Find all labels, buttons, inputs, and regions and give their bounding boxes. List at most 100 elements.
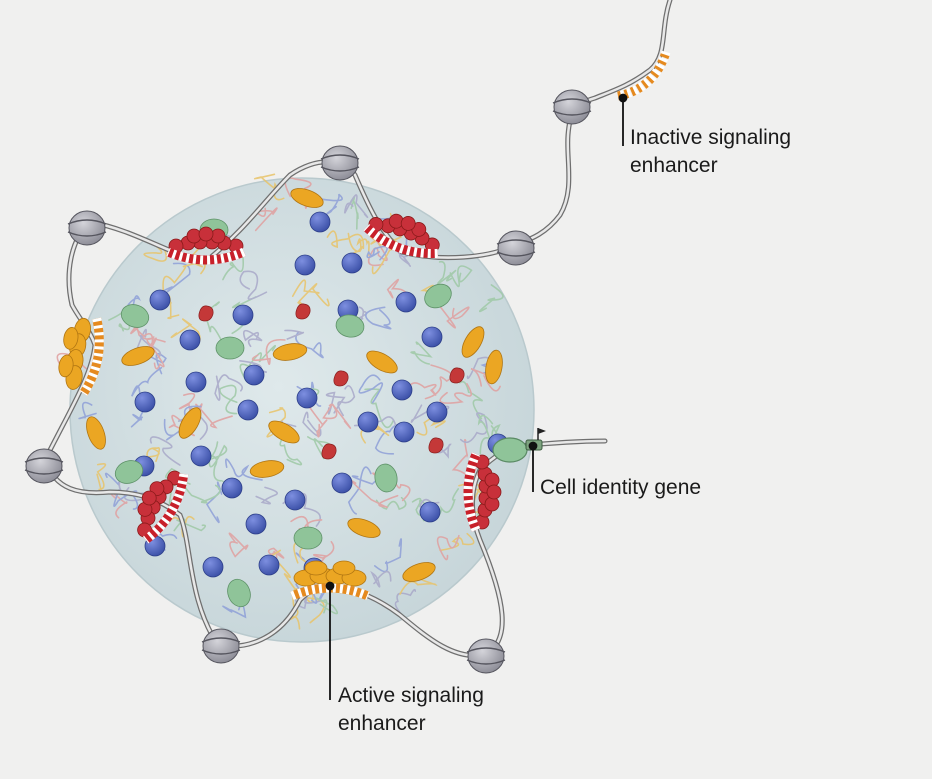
protein-blue	[245, 513, 267, 535]
protein-orange	[402, 562, 436, 582]
protein-tail	[242, 329, 263, 348]
protein-blue	[309, 211, 331, 233]
protein-blue	[391, 379, 413, 401]
active-enhancer-label-line2: enhancer	[338, 712, 426, 735]
protein-orange	[121, 346, 155, 366]
protein-orange	[249, 460, 285, 478]
protein-tail	[167, 515, 195, 538]
protein-blue	[179, 329, 201, 351]
protein-tail	[459, 380, 484, 420]
protein-blue	[232, 304, 254, 326]
inactive-enhancer-label: Inactive signaling enhancer	[630, 124, 791, 180]
protein-tail	[392, 239, 412, 267]
protein-blue	[393, 421, 415, 443]
protein-orange	[86, 416, 106, 450]
protein-tail	[356, 238, 370, 256]
protein-tail	[214, 374, 243, 401]
protein-tail	[255, 486, 279, 505]
leader-lines	[325, 93, 628, 700]
protein-red	[198, 305, 214, 322]
protein-green	[293, 526, 323, 550]
nucleosome	[67, 210, 107, 246]
protein-tail	[177, 407, 208, 440]
protein-tail	[163, 405, 202, 441]
protein-tail	[406, 382, 437, 396]
protein-tail	[254, 207, 278, 232]
enhancer-red-right	[463, 452, 502, 532]
protein-tail	[438, 304, 470, 329]
protein-tail	[478, 284, 504, 313]
protein-blue	[237, 399, 259, 421]
protein-red	[333, 370, 349, 387]
protein-tail	[337, 385, 356, 417]
protein-green	[215, 336, 245, 360]
protein-blue	[341, 252, 363, 274]
protein-tail	[439, 383, 473, 404]
protein-tail	[394, 588, 417, 614]
nucleosome	[320, 145, 360, 181]
protein-blue	[331, 472, 353, 494]
protein-tail	[322, 403, 352, 429]
protein-blue	[421, 326, 443, 348]
protein-tail	[315, 597, 339, 615]
protein-tail	[149, 436, 181, 466]
protein-tail	[113, 489, 139, 510]
protein-tail	[358, 374, 384, 404]
protein-tail	[251, 338, 286, 365]
enhancer-clusters	[58, 213, 502, 601]
protein-orange	[290, 188, 324, 208]
protein-red	[321, 443, 337, 460]
protein-tail	[366, 245, 388, 261]
protein-blue	[185, 371, 207, 393]
protein-blue	[296, 387, 318, 409]
protein-tail	[326, 230, 365, 250]
enhancer-red-left	[137, 470, 189, 544]
protein-tail	[134, 328, 162, 360]
protein-tail	[439, 532, 475, 552]
protein-tail	[365, 306, 392, 330]
protein-tail	[295, 331, 324, 359]
inactive-enhancer-segment	[617, 50, 671, 101]
protein-green	[374, 463, 398, 493]
protein-red	[295, 303, 311, 320]
enhancer-red-top	[166, 226, 246, 265]
protein-tail	[424, 364, 453, 400]
protein-tail	[168, 414, 195, 437]
protein-orange	[268, 420, 300, 444]
protein-blue	[243, 364, 265, 386]
nucleosome	[466, 638, 506, 674]
protein-tail	[228, 532, 249, 558]
protein-blue	[134, 391, 156, 413]
protein-green	[335, 314, 365, 338]
protein-orange	[485, 349, 503, 385]
protein-tail	[279, 432, 303, 466]
inactive-enhancer-label-line1: Inactive signaling	[630, 126, 792, 149]
protein-tail	[370, 570, 392, 588]
protein-tail	[266, 407, 287, 438]
protein-blue	[284, 489, 306, 511]
protein-tail	[433, 443, 452, 459]
protein-green	[424, 283, 452, 309]
protein-blue	[221, 477, 243, 499]
protein-tail	[410, 404, 450, 424]
protein-tail	[351, 480, 399, 509]
protein-orange	[461, 326, 485, 358]
protein-blue	[294, 254, 316, 276]
protein-red	[449, 367, 465, 384]
nucleosomes	[24, 89, 592, 674]
active-enhancer-label-line1: Active signaling	[338, 684, 484, 707]
cell-identity-gene-label: Cell identity gene	[540, 476, 702, 499]
cell-identity-gene-marker	[492, 428, 546, 463]
protein-tail	[239, 344, 276, 382]
protein-tail	[207, 441, 228, 468]
protein-orange	[272, 343, 308, 361]
protein-green	[227, 578, 251, 608]
protein-tail	[239, 270, 268, 300]
protein-tail	[146, 446, 161, 463]
protein-tail	[436, 534, 460, 561]
protein-orange	[347, 518, 381, 538]
protein-tails	[56, 173, 504, 630]
protein-blue	[395, 291, 417, 313]
